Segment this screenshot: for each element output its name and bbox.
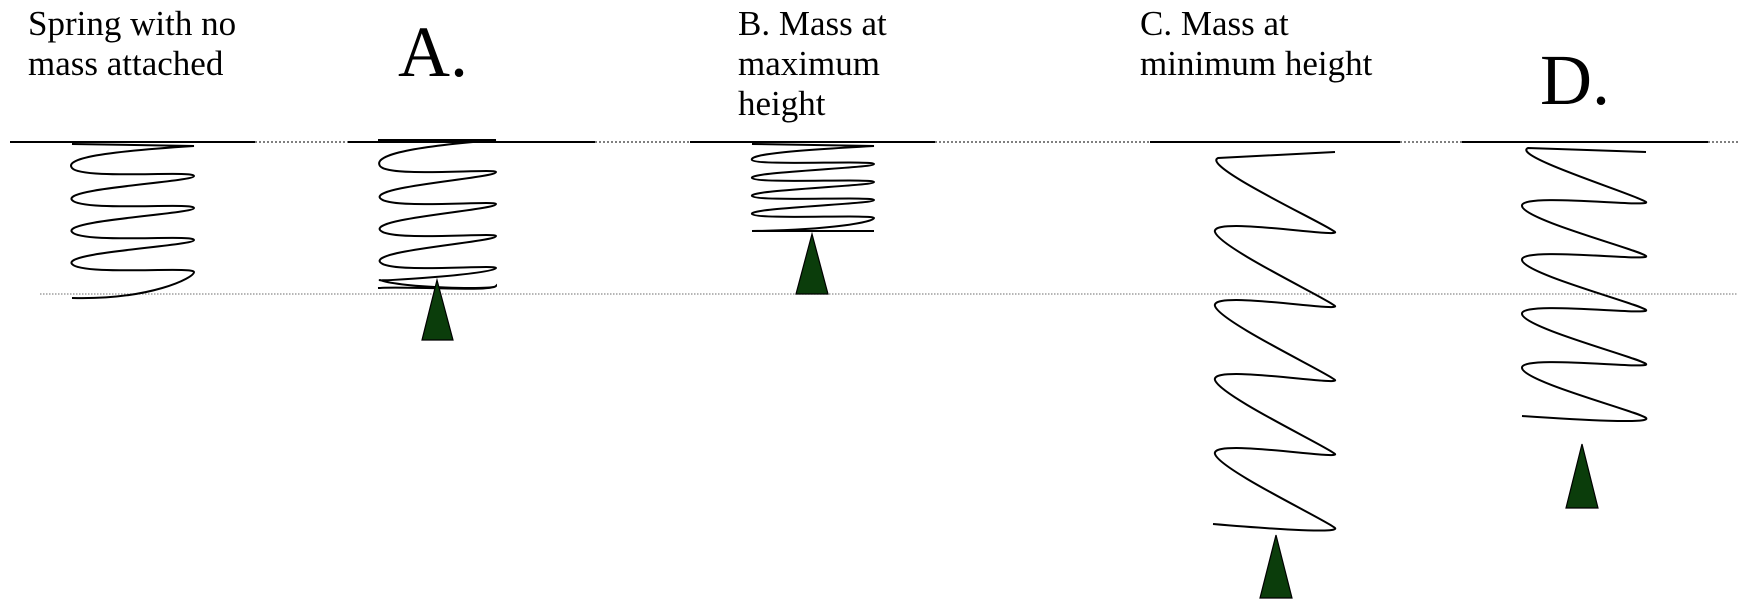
label-b: B. Mass at maximum height [738,4,887,124]
mass-c [1260,535,1292,598]
mass-d [1566,444,1598,508]
label-a: A. [398,12,468,92]
label-no-mass: Spring with no mass attached [28,4,236,84]
label-c: C. Mass at minimum height [1140,4,1372,84]
spring-a [378,140,496,289]
spring-b [752,144,874,231]
spring-d [1522,148,1646,421]
mass-b [796,234,828,294]
label-d: D. [1540,40,1610,120]
spring-no-mass [71,144,194,298]
spring-c [1213,152,1335,531]
